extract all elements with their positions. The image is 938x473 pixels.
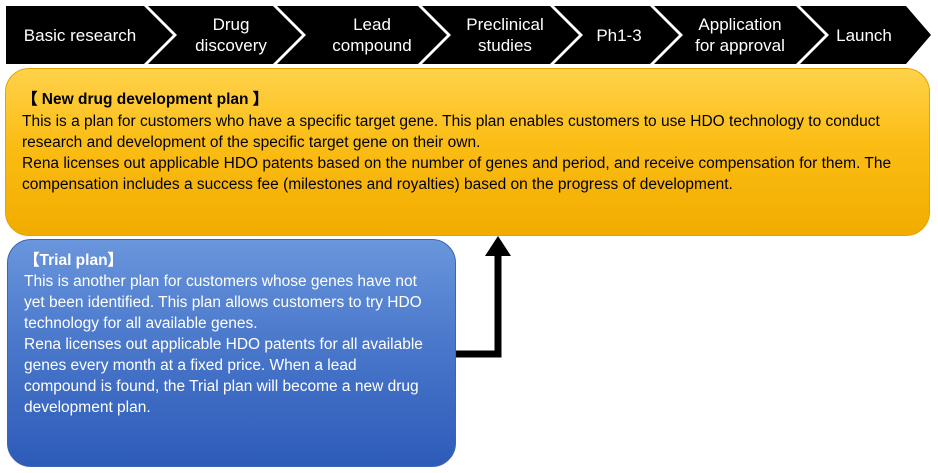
chevron-drug-discovery	[148, 6, 302, 64]
pipeline-chevrons	[6, 6, 931, 64]
stage-label-launch: Launch	[836, 25, 892, 45]
chevron-launch	[800, 6, 931, 64]
stage-label-preclinical-studies: Preclinical studies	[466, 15, 544, 55]
chevron-ph1-3	[554, 6, 679, 64]
stage-label-lead-compound: Lead compound	[332, 15, 412, 55]
trial-plan-title: 【Trial plan】	[24, 252, 124, 269]
new-plan-title: 【 New drug development plan 】	[22, 91, 269, 108]
stage-label-application-for-approval: Application for approval	[695, 15, 785, 55]
new-plan-paragraph-2: Rena licenses out applicable HDO patents…	[22, 155, 892, 193]
chevron-application-for-approval	[654, 6, 825, 64]
chevron-basic-research	[6, 6, 173, 64]
stage-label-drug-discovery: Drug discovery	[195, 15, 267, 55]
trial-plan-paragraph-1: This is another plan for customers whose…	[24, 273, 422, 332]
new-drug-development-plan-box: 【 New drug development plan 】 This is a …	[5, 68, 930, 236]
development-pipeline: Basic research Drug discovery Lead compo…	[0, 0, 938, 70]
arrow-shaft	[456, 254, 502, 358]
trial-plan-paragraph-2: Rena licenses out applicable HDO patents…	[24, 336, 423, 416]
trial-plan-box: 【Trial plan】 This is another plan for cu…	[7, 239, 456, 467]
chevron-preclinical-studies	[422, 6, 579, 64]
stage-label-basic-research: Basic research	[23, 25, 137, 45]
new-plan-paragraph-1: This is a plan for customers who have a …	[22, 113, 880, 151]
chevron-lead-compound	[277, 6, 447, 64]
stage-label-ph1-3: Ph1-3	[596, 25, 642, 45]
arrow-head	[485, 236, 511, 256]
